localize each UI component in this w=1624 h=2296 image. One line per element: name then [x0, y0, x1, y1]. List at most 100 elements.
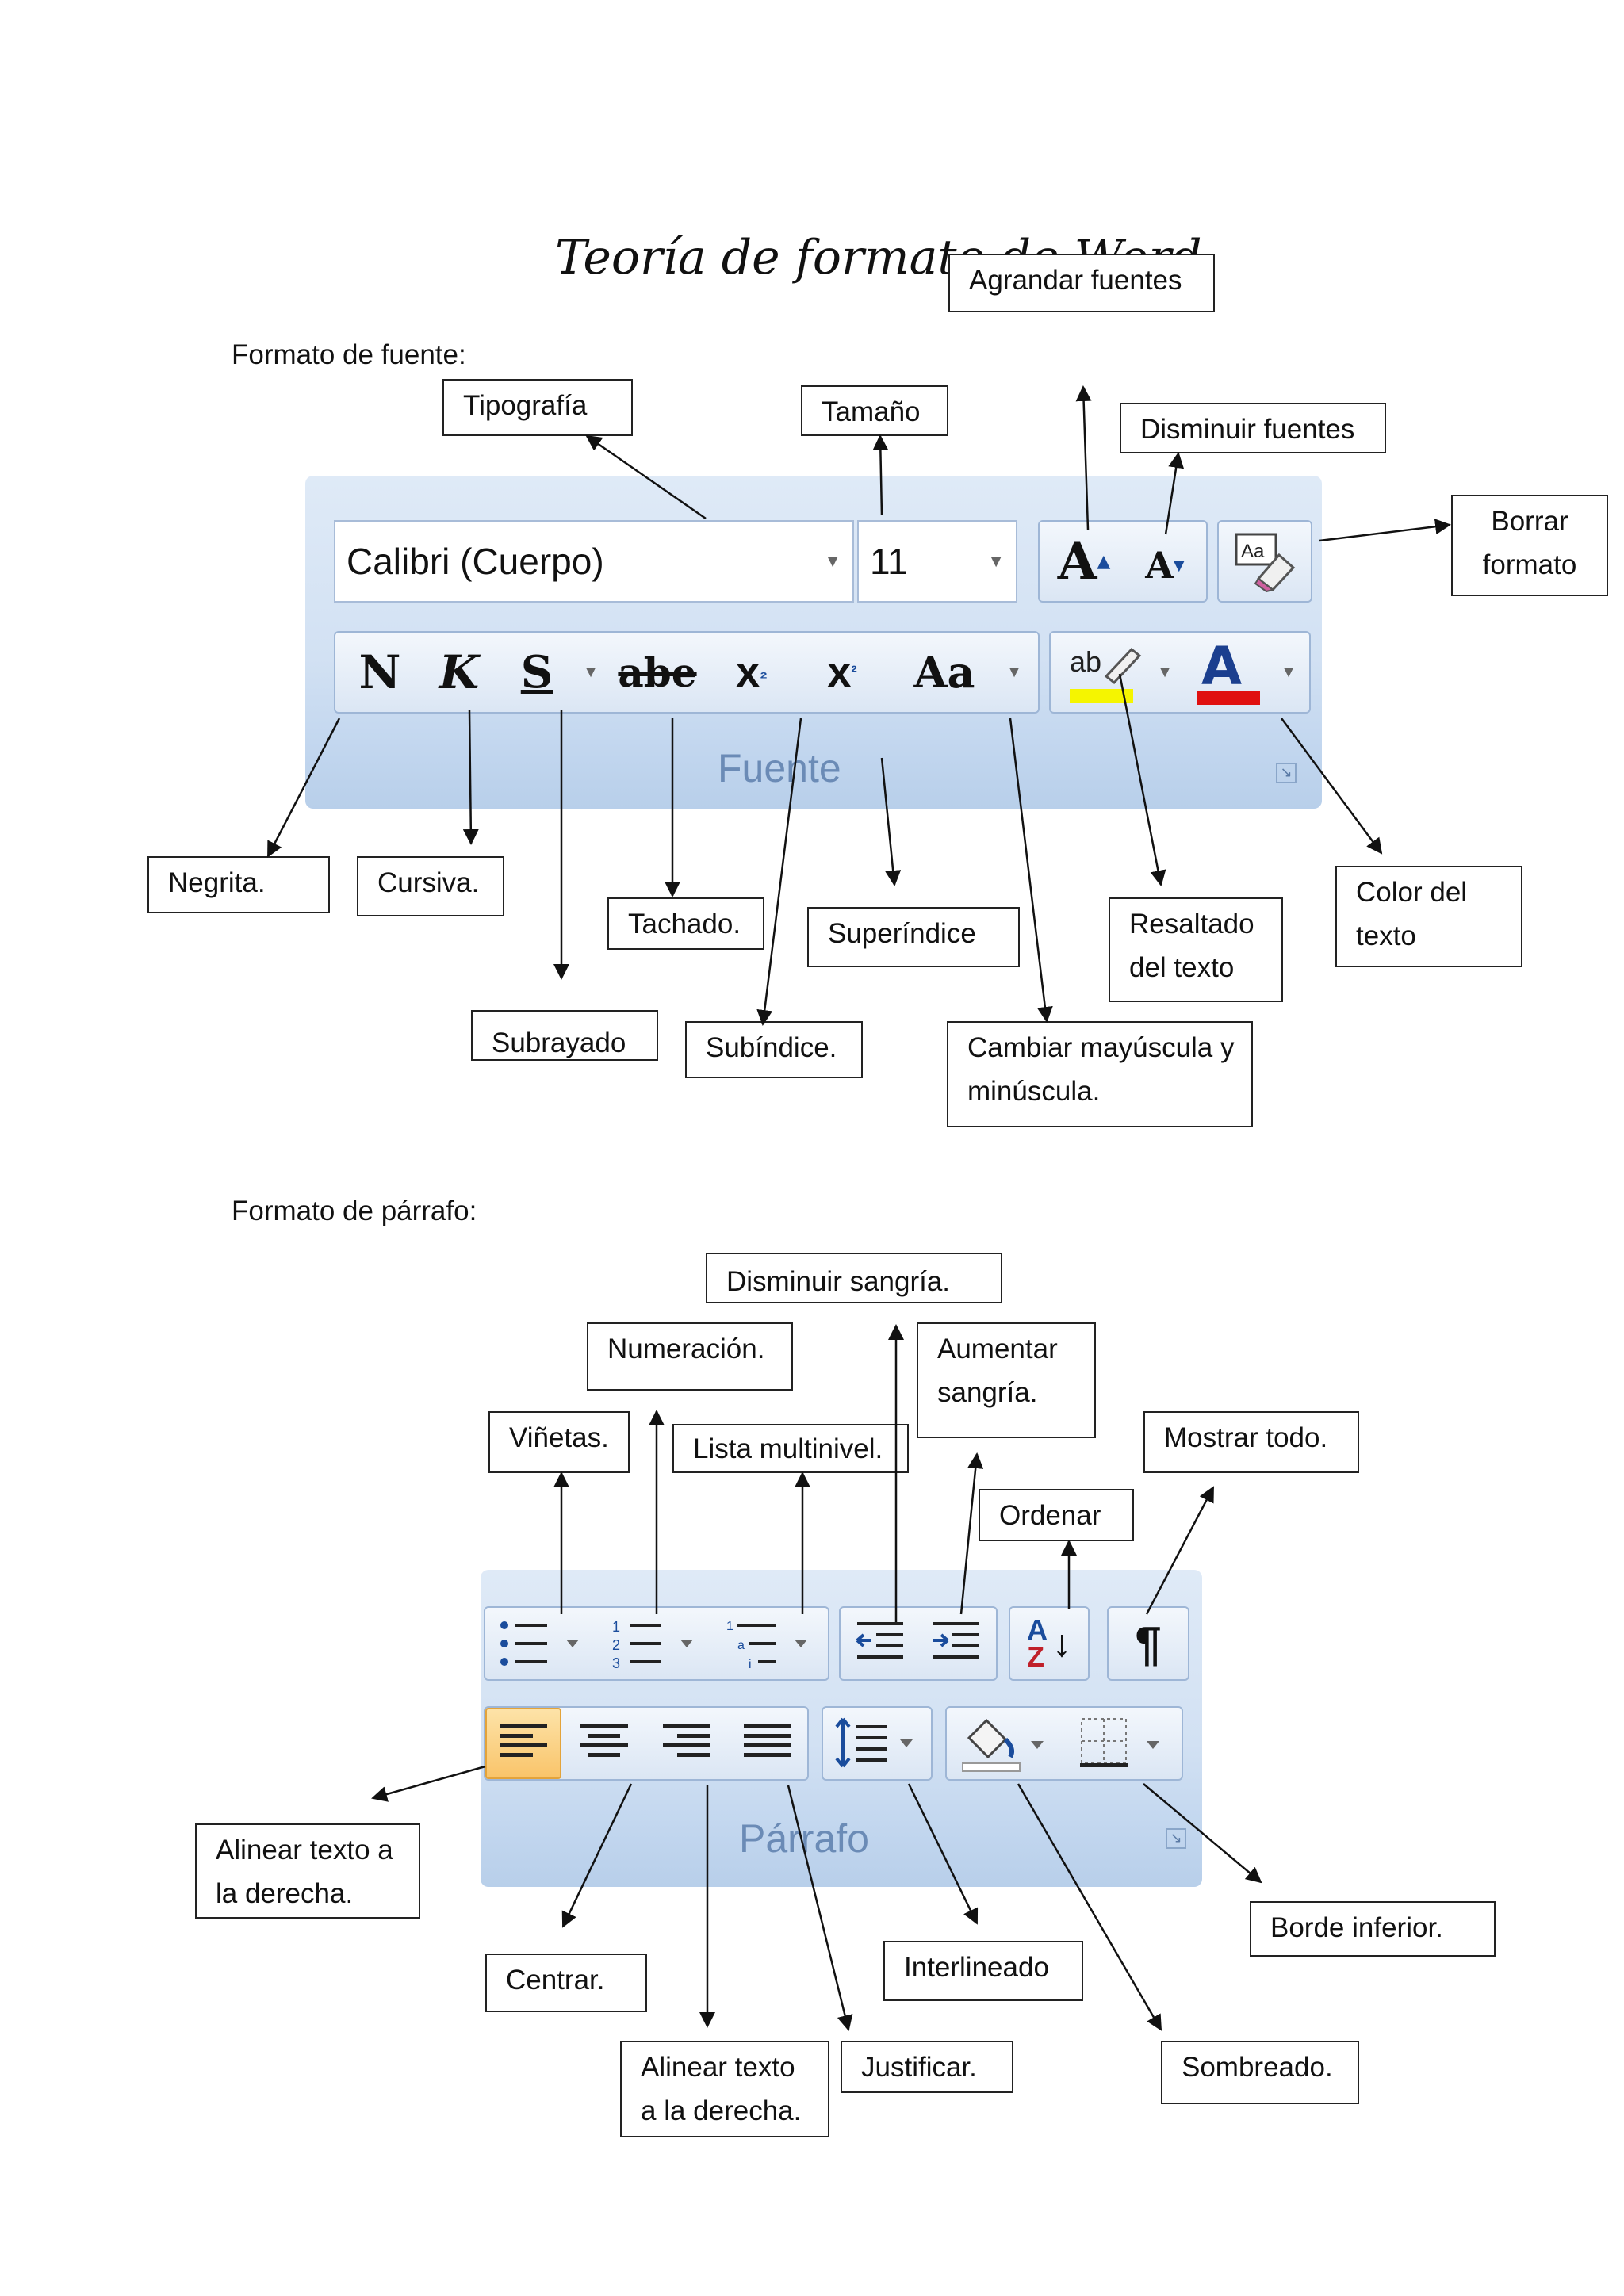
label-change-case: Cambiar mayúscula y minúscula.	[947, 1021, 1253, 1127]
arrow-down-icon: ↓	[1052, 1622, 1071, 1665]
label-increase-indent: Aumentar sangría.	[917, 1322, 1096, 1438]
decrease-indent-icon	[856, 1622, 903, 1659]
sort-az-icon: A Z	[1027, 1613, 1048, 1673]
dialog-launcher-icon[interactable]: ↘	[1276, 763, 1297, 783]
label-shading: Sombreado.	[1161, 2041, 1359, 2104]
label-bullets: Viñetas.	[488, 1411, 630, 1473]
italic-button[interactable]: K	[439, 645, 480, 699]
multilevel-list-button[interactable]: 1 a i	[717, 1608, 828, 1679]
numbering-icon: 1 2 3	[612, 1619, 693, 1671]
align-center-icon	[580, 1724, 628, 1757]
sort-group: A Z ↓	[1009, 1606, 1090, 1681]
center-button[interactable]	[565, 1708, 644, 1779]
superscript-mark-icon: ²	[851, 662, 857, 682]
label-bold: Negrita.	[147, 856, 330, 913]
svg-text:a: a	[737, 1639, 745, 1652]
decrease-indent-button[interactable]	[844, 1608, 917, 1679]
bold-button[interactable]: N	[358, 645, 401, 699]
clear-formatting-button[interactable]: Aa	[1219, 522, 1311, 601]
dialog-launcher-icon[interactable]: ↘	[1166, 1828, 1186, 1849]
grow-shrink-group: A▲ A▼	[1038, 520, 1208, 603]
svg-text:3: 3	[612, 1655, 620, 1671]
line-spacing-button[interactable]	[823, 1708, 931, 1779]
arrow-align-left	[371, 1765, 486, 1802]
caret-up-icon: ▲	[1097, 551, 1111, 572]
numbering-button[interactable]: 1 2 3	[603, 1608, 714, 1679]
label-align-left: Alinear texto a la derecha.	[195, 1823, 420, 1919]
paint-bucket-icon	[962, 1718, 1044, 1772]
bullets-button[interactable]	[488, 1608, 599, 1679]
label-numbering: Numeración.	[587, 1322, 793, 1391]
change-case-button[interactable]: Aa	[914, 647, 975, 698]
list-group: 1 2 3 1 a i	[484, 1606, 829, 1681]
label-line-spacing: Interlineado	[883, 1941, 1083, 2001]
label-sort: Ordenar	[979, 1489, 1134, 1541]
justify-button[interactable]	[728, 1708, 807, 1779]
svg-text:i: i	[749, 1658, 752, 1671]
label-align-right: Alinear texto a la derecha.	[620, 2041, 829, 2137]
color-group: ab ▼ A ▼	[1049, 631, 1311, 714]
alignment-group	[484, 1706, 809, 1781]
align-left-button[interactable]	[485, 1708, 561, 1779]
increase-indent-icon	[933, 1622, 979, 1659]
grow-font-button[interactable]: A▲	[1057, 531, 1111, 591]
label-center: Centrar.	[485, 1954, 647, 2012]
chevron-down-icon[interactable]: ▼	[583, 663, 599, 681]
underline-button[interactable]: S	[520, 646, 553, 698]
label-size: Tamaño	[801, 385, 948, 436]
strikethrough-button[interactable]: abe	[618, 649, 697, 696]
font-name-combo[interactable]: Calibri (Cuerpo) ▼	[334, 520, 854, 603]
bottom-border-button[interactable]	[1066, 1708, 1177, 1779]
label-typography: Tipografía	[442, 379, 633, 436]
align-left-icon	[500, 1724, 547, 1757]
align-right-button[interactable]	[647, 1708, 726, 1779]
label-font-color: Color del texto	[1335, 866, 1522, 967]
color-glyph: A	[1201, 637, 1242, 697]
indent-group	[839, 1606, 998, 1681]
paragraph-group-name: Párrafo	[739, 1816, 869, 1861]
shading-button[interactable]	[950, 1708, 1061, 1779]
font-size-value: 11	[870, 541, 908, 582]
show-all-group: ¶	[1107, 1606, 1189, 1681]
label-multilevel: Lista multinivel.	[672, 1424, 909, 1473]
shrink-font-button[interactable]: A▼	[1145, 544, 1185, 587]
font-ribbon: Calibri (Cuerpo) ▼ 11 ▼ A▲ A▼ Aa N K S ▼	[305, 476, 1322, 809]
chevron-down-icon[interactable]: ▼	[1281, 663, 1297, 681]
font-color-button[interactable]: A	[1185, 633, 1273, 712]
label-grow-font: Agrandar fuentes	[948, 254, 1215, 312]
font-group-name: Fuente	[718, 746, 841, 790]
arrow-clear-formatting	[1319, 519, 1451, 542]
svg-text:2: 2	[612, 1637, 620, 1653]
highlight-button[interactable]: ab	[1057, 633, 1152, 712]
multilevel-list-icon: 1 a i	[726, 1620, 807, 1671]
chevron-down-icon[interactable]: ▼	[1157, 663, 1173, 681]
highlight-glyph: ab	[1070, 645, 1101, 678]
svg-text:1: 1	[612, 1619, 620, 1635]
clear-glyph: Aa	[1241, 541, 1265, 562]
chevron-down-icon[interactable]: ▼	[987, 551, 1005, 571]
label-subscript: Subíndice.	[685, 1021, 863, 1078]
chevron-down-icon[interactable]: ▼	[1006, 663, 1022, 681]
bottom-border-icon	[1080, 1718, 1159, 1767]
paragraph-ribbon: 1 2 3 1 a i	[481, 1570, 1202, 1887]
eraser-icon: Aa	[1235, 533, 1296, 593]
justify-icon	[744, 1724, 791, 1757]
caret-down-icon: ▼	[1173, 557, 1185, 574]
label-shrink-font: Disminuir fuentes	[1120, 403, 1386, 453]
subscript-mark-icon: ₂	[760, 662, 768, 682]
svg-text:1: 1	[726, 1620, 733, 1633]
bullets-icon	[500, 1621, 579, 1666]
label-show-all: Mostrar todo.	[1143, 1411, 1359, 1473]
label-justify: Justificar.	[841, 2041, 1013, 2093]
chevron-down-icon[interactable]: ▼	[824, 551, 841, 571]
label-bottom-border: Borde inferior.	[1250, 1901, 1496, 1957]
increase-indent-button[interactable]	[920, 1608, 993, 1679]
show-all-button[interactable]: ¶	[1135, 1617, 1162, 1670]
font-section-heading: Formato de fuente:	[232, 339, 466, 370]
label-strikethrough: Tachado.	[607, 897, 764, 950]
sort-button[interactable]: A Z ↓	[1010, 1608, 1088, 1679]
label-underline: Subrayado	[471, 1010, 658, 1061]
font-size-combo[interactable]: 11 ▼	[857, 520, 1017, 603]
